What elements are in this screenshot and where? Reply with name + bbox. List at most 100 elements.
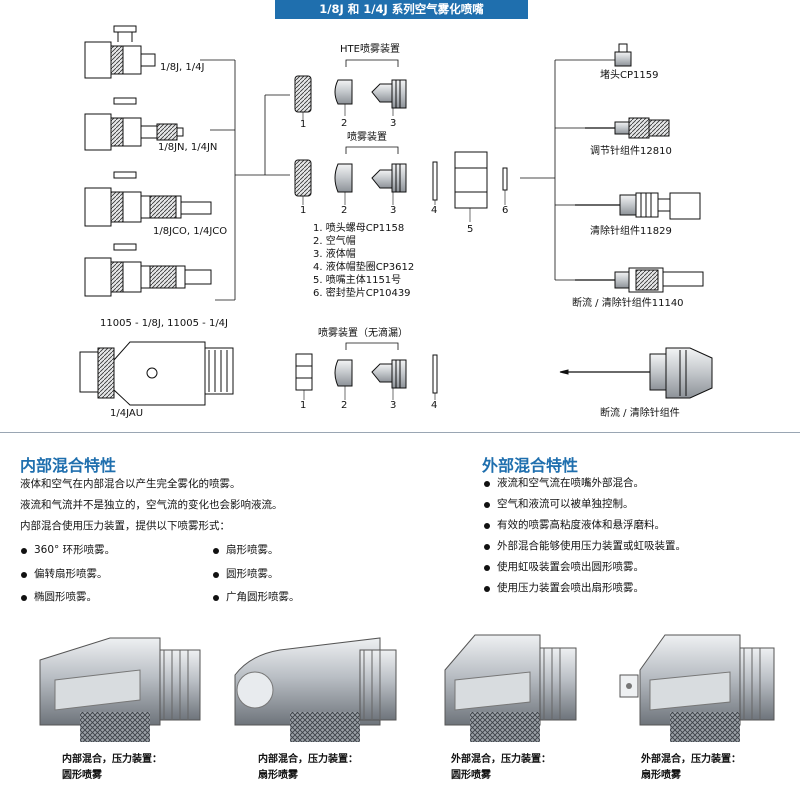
hte-bracket <box>345 59 399 67</box>
list-item: 外部混合能够使用压力装置或虹吸装置。 <box>483 536 686 557</box>
label-11005: 11005 - 1/8J, 11005 - 1/4J <box>100 318 228 329</box>
num-2-bottom: 2 <box>341 400 348 411</box>
legend-item: 1. 喷头螺母CP1158 <box>313 223 405 234</box>
list-item: 圆形喷雾。 <box>212 563 300 587</box>
connector-lines-right <box>520 59 615 281</box>
nozzle-11005 <box>84 243 212 297</box>
label-adjust-needle: 调节针组件12810 <box>590 146 672 157</box>
external-mixing-title: 外部混合特性 <box>482 456 579 475</box>
caption-line: 外部混合，压力装置： <box>451 754 551 765</box>
list-item: 使用虹吸装置会喷出圆形喷雾。 <box>483 557 686 578</box>
list-item: 空气和液流可以被单独控制。 <box>483 494 686 515</box>
num-3-bottom: 3 <box>390 400 397 411</box>
list-item: 偏转扇形喷雾。 <box>20 563 115 587</box>
num-1-bottom: 1 <box>300 400 307 411</box>
part-1-nut-top <box>294 75 312 113</box>
label-1-8jn: 1/8JN, 1/4JN <box>158 142 218 153</box>
num-4-mid: 4 <box>431 205 438 216</box>
internal-mixing-title: 内部混合特性 <box>20 456 117 475</box>
photo-external-round <box>444 634 577 742</box>
part-2-air-cap-bottom <box>334 359 353 387</box>
list-item: 椭圆形喷雾。 <box>20 586 115 610</box>
nodrip-bracket <box>345 342 399 350</box>
external-bullets: 液流和空气流在喷嘴外部混合。 空气和液流可以被单独控制。 有效的喷雾高粘度液体和… <box>483 473 686 599</box>
caption-line: 内部混合，压力装置： <box>258 754 358 765</box>
nozzle-1-8j <box>84 25 156 79</box>
list-item: 360° 环形喷雾。 <box>20 539 115 563</box>
caption-line: 扇形喷雾 <box>258 770 298 781</box>
part-3-fluid-cap-bottom <box>371 359 407 389</box>
label-plug: 堵头CP1159 <box>600 70 659 81</box>
legend-item: 4. 液体帽垫圈CP3612 <box>313 262 415 273</box>
caption-line: 扇形喷雾 <box>641 770 681 781</box>
photo-caption-4: 外部混合，压力装置： 扇形喷雾 <box>641 752 741 784</box>
list-item: 有效的喷雾高粘度液体和悬浮磨料。 <box>483 515 686 536</box>
num-2-mid: 2 <box>341 205 348 216</box>
label-1-4jau: 1/4JAU <box>110 408 144 419</box>
photo-caption-1: 内部混合，压力装置： 圆形喷雾 <box>62 752 162 784</box>
cutaway-photos <box>39 634 775 742</box>
photo-caption-2: 内部混合，压力装置： 扇形喷雾 <box>258 752 358 784</box>
caption-line: 圆形喷雾 <box>451 770 491 781</box>
internal-paragraph: 液体和空气在内部混合以产生完全雾化的喷雾。 <box>20 478 241 490</box>
nozzle-1-4jau <box>79 341 234 406</box>
num-2-top: 2 <box>341 118 348 129</box>
internal-bullets-right: 扇形喷雾。 圆形喷雾。 广角圆形喷雾。 <box>212 539 300 610</box>
num-1-top: 1 <box>300 119 307 130</box>
part-3-fluid-cap-top <box>371 79 407 109</box>
part-4-gasket <box>432 161 438 201</box>
caption-line: 外部混合，压力装置： <box>641 754 741 765</box>
legend-item: 3. 液体帽 <box>313 249 356 260</box>
internal-bullets-left: 360° 环形喷雾。 偏转扇形喷雾。 椭圆形喷雾。 <box>20 539 115 610</box>
num-5: 5 <box>467 224 474 235</box>
num-3-mid: 3 <box>390 205 397 216</box>
num-6: 6 <box>502 205 509 216</box>
label-shutoff-needle: 断流 / 清除针组件11140 <box>572 298 684 309</box>
list-item: 广角圆形喷雾。 <box>212 586 300 610</box>
part-2-air-cap-mid <box>334 163 353 193</box>
exploded-parts-diagram <box>79 25 713 406</box>
nozzle-1-8jco <box>84 171 212 227</box>
group-nodrip: 喷雾装置（无滴漏） <box>318 328 408 339</box>
caption-line: 圆形喷雾 <box>62 770 102 781</box>
num-3-top: 3 <box>390 118 397 129</box>
adjust-needle-12810 <box>585 117 670 139</box>
photo-internal-fan <box>234 637 397 742</box>
label-1-8jco: 1/8JCO, 1/4JCO <box>153 226 228 237</box>
part-1-hex-nut <box>295 353 313 391</box>
shutoff-clean-needle-assembly <box>559 347 713 399</box>
internal-paragraph: 液流和气流并不是独立的，空气流的变化也会影响液流。 <box>20 499 283 511</box>
part-2-air-cap-top <box>334 79 353 105</box>
legend-item: 6. 密封垫片CP10439 <box>313 288 411 299</box>
part-3-fluid-cap-mid <box>371 163 407 193</box>
group-spray: 喷雾装置 <box>347 132 387 143</box>
part-6-seal <box>502 167 508 191</box>
num-4-bottom: 4 <box>431 400 438 411</box>
label-1-8j: 1/8J, 1/4J <box>160 62 205 73</box>
group-hte: HTE喷雾装置 <box>340 44 400 55</box>
clean-needle-11829 <box>575 192 701 220</box>
connector-lines-left <box>200 59 290 301</box>
photo-internal-round <box>39 637 201 742</box>
label-clean-needle: 清除针组件11829 <box>590 226 672 237</box>
section-divider <box>0 432 800 433</box>
parts-legend: 1. 喷头螺母CP1158 2. 空气帽 3. 液体帽 4. 液体帽垫圈CP36… <box>313 222 414 300</box>
label-shutoff-assembly: 断流 / 清除针组件 <box>600 408 680 419</box>
nozzle-1-8jn <box>84 97 184 151</box>
photo-caption-3: 外部混合，压力装置： 圆形喷雾 <box>451 752 551 784</box>
list-item: 使用压力装置会喷出扇形喷雾。 <box>483 578 686 599</box>
internal-paragraph: 内部混合使用压力装置，提供以下喷雾形式： <box>20 520 230 532</box>
plug-cp1159 <box>614 43 632 67</box>
caption-line: 内部混合，压力装置： <box>62 754 162 765</box>
list-item: 扇形喷雾。 <box>212 539 300 563</box>
part-1-nut-mid <box>294 159 312 197</box>
legend-item: 2. 空气帽 <box>313 236 356 247</box>
photo-external-fan <box>619 634 775 742</box>
legend-item: 5. 喷嘴主体1151号 <box>313 275 402 286</box>
num-1-mid: 1 <box>300 205 307 216</box>
spray-bracket <box>345 146 399 154</box>
shutoff-needle-11140 <box>575 267 704 293</box>
list-item: 液流和空气流在喷嘴外部混合。 <box>483 473 686 494</box>
part-4-gasket-lower <box>432 354 438 394</box>
page-title: 1/8J 和 1/4J 系列空气雾化喷嘴 <box>275 0 528 19</box>
